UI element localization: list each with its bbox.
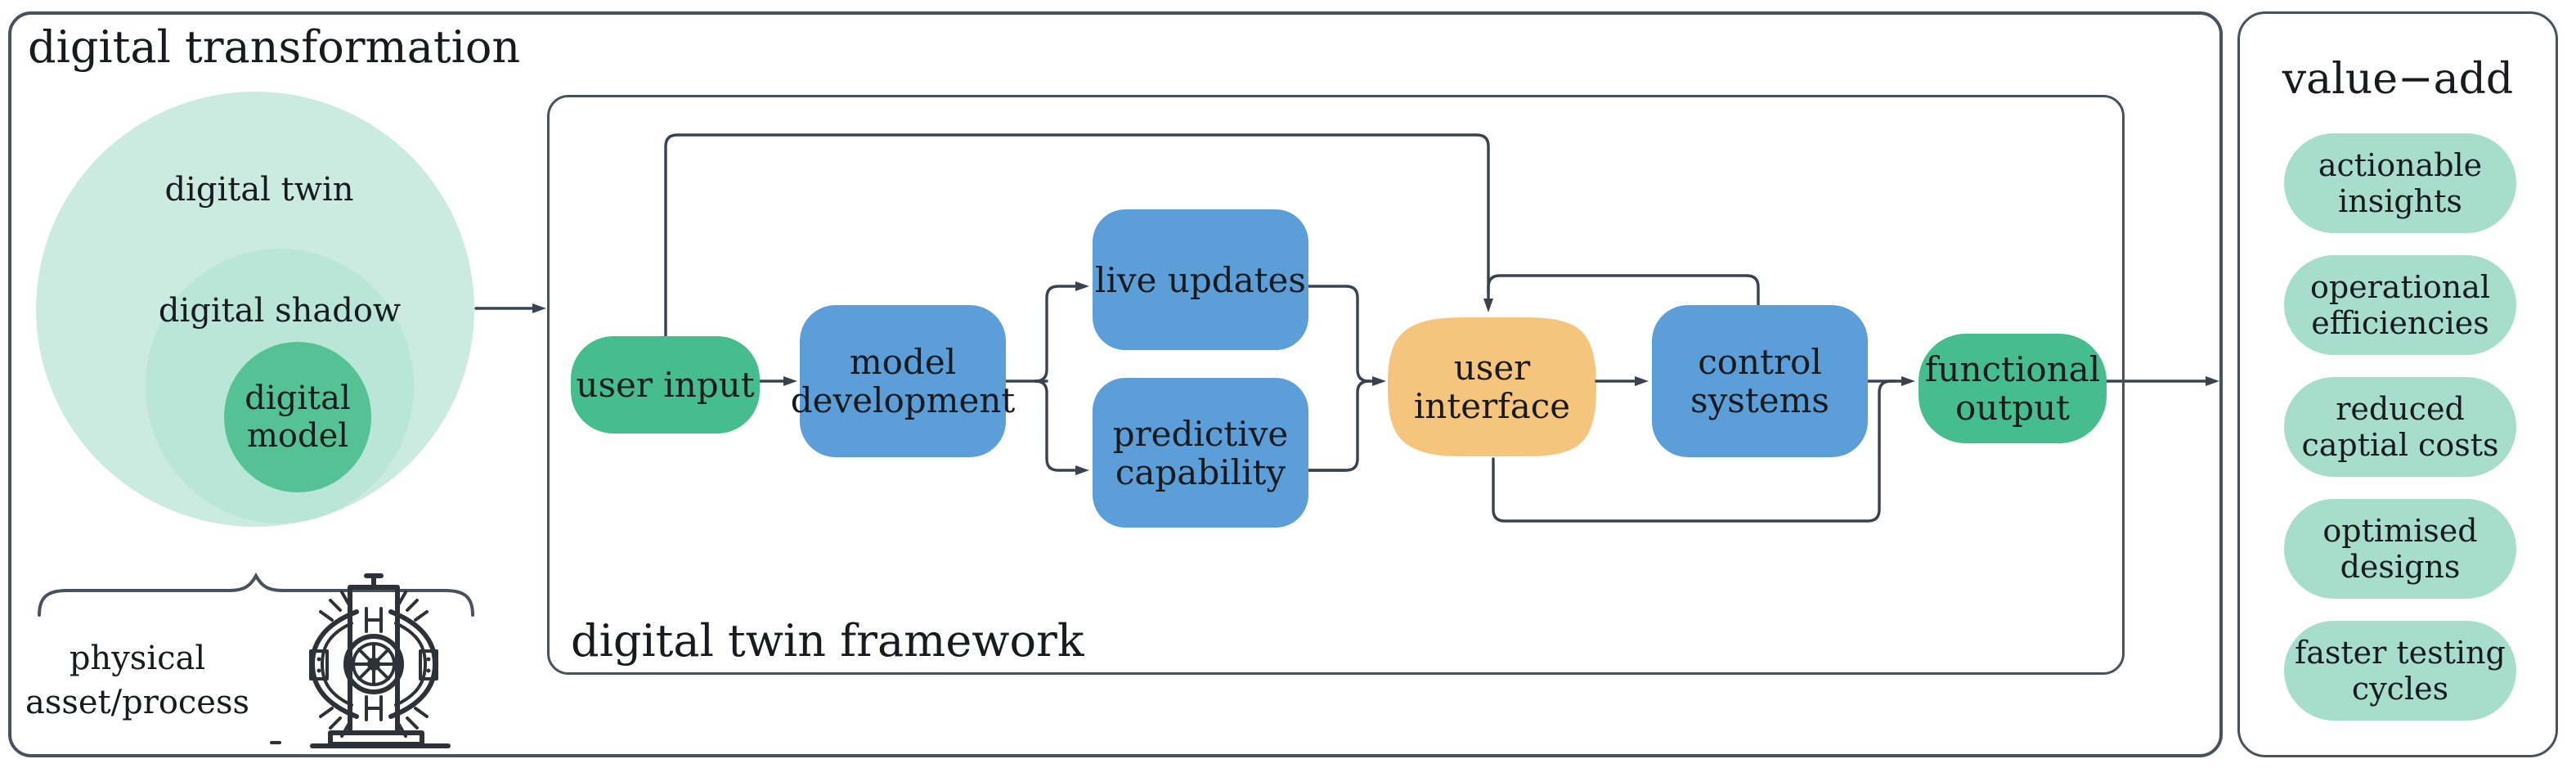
connector-split-to-predictive bbox=[1034, 380, 1089, 475]
node-functional-output: functional output bbox=[1919, 334, 2107, 443]
value-add-pill-optimised-designs: optimised designs bbox=[2284, 499, 2516, 599]
node-user-interface-line2: interface bbox=[1413, 386, 1571, 426]
connector-liveupdates-merge bbox=[1307, 285, 1371, 383]
brace-icon bbox=[38, 572, 474, 617]
page-title: digital transformation bbox=[28, 21, 521, 73]
pill-line: captial costs bbox=[2301, 427, 2499, 463]
connector-userinterface-bypass-to-functional bbox=[1492, 380, 1897, 523]
value-add-pill-actionable-insights: actionable insights bbox=[2284, 133, 2516, 233]
venn-label-digital-shadow: digital shadow bbox=[158, 292, 402, 330]
user-interface-shape bbox=[1388, 317, 1596, 456]
node-predictive-capability: predictive capability bbox=[1093, 378, 1308, 528]
pill-line: optimised bbox=[2322, 513, 2478, 549]
connector-merge-fix bbox=[1307, 380, 1371, 472]
pill-line: faster testing bbox=[2295, 635, 2506, 671]
pill-line: insights bbox=[2338, 183, 2462, 219]
node-model-development: model development bbox=[791, 305, 1015, 457]
venn-inner-ellipse bbox=[224, 342, 371, 492]
node-user-interface: user interface bbox=[1388, 317, 1596, 456]
digital-twin-framework-panel bbox=[547, 95, 2125, 675]
node-model-development-line2: development bbox=[790, 380, 1016, 420]
value-add-pill-faster-testing-cycles: faster testing cycles bbox=[2284, 621, 2516, 721]
venn-label-digital-model-line2: model bbox=[246, 417, 349, 455]
node-user-interface-line1: user bbox=[1453, 348, 1531, 388]
connector-userinput-feedback-to-userinterface bbox=[664, 133, 1493, 338]
node-predictive-capability-line1: predictive bbox=[1112, 413, 1289, 454]
machine-icon bbox=[270, 573, 451, 748]
venn-label-digital-twin: digital twin bbox=[164, 171, 354, 209]
node-functional-output-line1: functional bbox=[1924, 349, 2101, 389]
framework-title: digital twin framework bbox=[571, 615, 1084, 667]
value-add-pill-reduced-capital-costs: reduced captial costs bbox=[2284, 377, 2516, 477]
pill-line: actionable bbox=[2318, 147, 2483, 183]
node-control-systems-line2: systems bbox=[1690, 380, 1829, 420]
node-live-updates-label: live updates bbox=[1095, 259, 1306, 300]
connector-control-feedback-to-userinterface bbox=[1487, 274, 1760, 307]
pill-line: efficiencies bbox=[2311, 305, 2489, 341]
venn-circles bbox=[36, 92, 474, 527]
node-control-systems: control systems bbox=[1652, 305, 1868, 457]
node-predictive-capability-line2: capability bbox=[1115, 451, 1286, 492]
digital-transformation-panel bbox=[8, 11, 2223, 757]
venn-label-digital-model-line1: digital bbox=[245, 380, 351, 417]
value-add-panel bbox=[2237, 11, 2558, 757]
physical-asset-label: physical asset/process bbox=[15, 636, 260, 725]
connector-split-to-liveupdates bbox=[1034, 281, 1089, 383]
pill-line: cycles bbox=[2351, 671, 2449, 707]
node-user-input-label: user input bbox=[576, 365, 755, 405]
venn-label-digital-model: digital model bbox=[216, 380, 379, 455]
value-add-pill-operational-efficiencies: operational efficiencies bbox=[2284, 255, 2516, 355]
node-model-development-line1: model bbox=[849, 342, 957, 382]
physical-asset-label-line2: asset/process bbox=[25, 684, 250, 721]
physical-asset-label-line1: physical bbox=[69, 640, 206, 677]
pill-line: operational bbox=[2309, 269, 2491, 305]
pill-line: designs bbox=[2340, 549, 2461, 585]
node-control-systems-line1: control bbox=[1698, 342, 1822, 382]
node-user-input: user input bbox=[571, 336, 760, 433]
value-add-title: value−add bbox=[2282, 55, 2514, 104]
pill-line: reduced bbox=[2336, 391, 2465, 427]
node-functional-output-line2: output bbox=[1954, 388, 2071, 428]
node-live-updates: live updates bbox=[1093, 209, 1308, 350]
connectors bbox=[474, 133, 2219, 523]
